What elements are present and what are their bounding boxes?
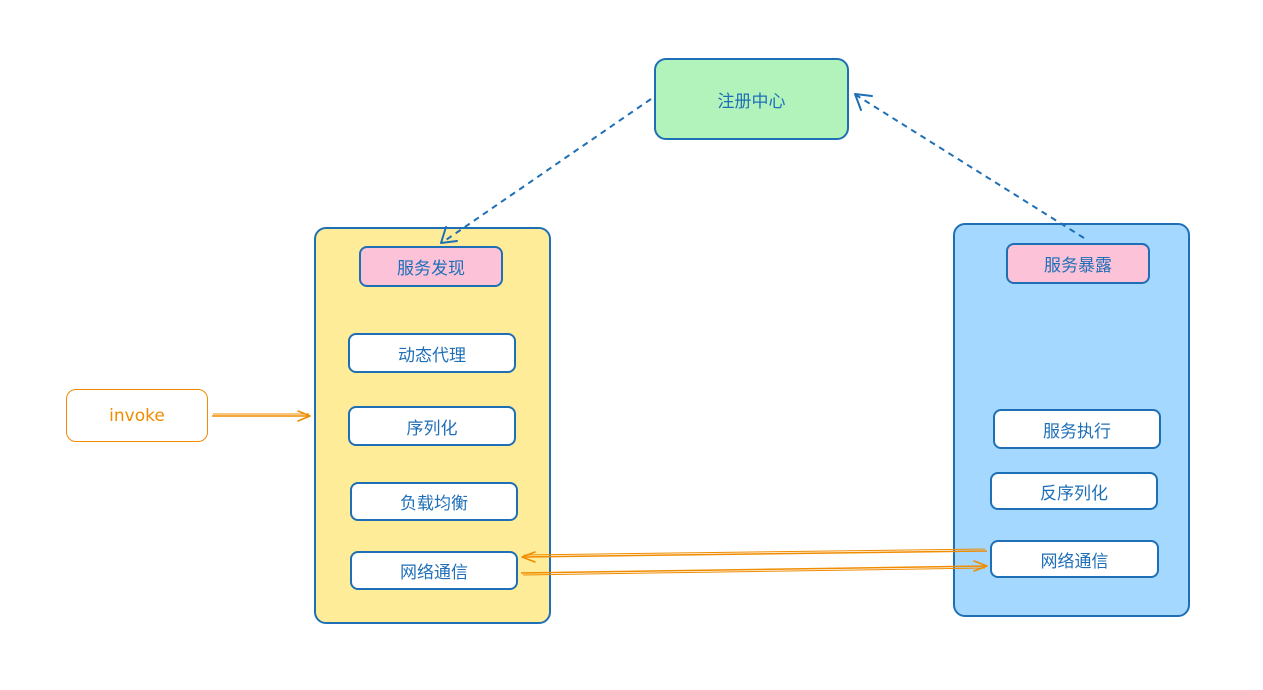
service-execution-node: 服务执行	[993, 409, 1161, 449]
registry-center-node: 注册中心	[654, 58, 849, 140]
service-discovery-label: 服务发现	[397, 259, 465, 279]
deserialization-label: 反序列化	[1040, 483, 1108, 504]
service-discovery-node: 服务发现	[359, 246, 503, 287]
load-balance-label: 负载均衡	[400, 494, 468, 514]
service-execution-label: 服务执行	[1043, 421, 1111, 442]
consumer-network-node: 网络通信	[350, 551, 518, 590]
invoke-node: invoke	[66, 389, 208, 442]
provider-network-label: 网络通信	[1040, 551, 1109, 572]
service-exposure-node: 服务暴露	[1006, 243, 1150, 284]
provider-network-node: 网络通信	[990, 540, 1159, 578]
consumer-network-label: 网络通信	[400, 563, 468, 583]
service-exposure-label: 服务暴露	[1044, 256, 1112, 276]
exposure-to-registry-arrow	[854, 93, 1085, 239]
invoke-to-consumer-arrow	[212, 410, 311, 422]
invoke-label: invoke	[109, 405, 165, 426]
load-balance-node: 负载均衡	[350, 482, 518, 521]
dynamic-proxy-node: 动态代理	[348, 333, 516, 373]
request-arrow	[520, 560, 988, 576]
deserialization-node: 反序列化	[990, 472, 1158, 510]
response-arrow	[521, 548, 988, 563]
serialization-node: 序列化	[348, 406, 516, 446]
registry-center-label: 注册中心	[717, 91, 786, 112]
registry-to-discovery-arrow	[440, 98, 652, 244]
serialization-label: 序列化	[406, 418, 458, 439]
dynamic-proxy-label: 动态代理	[398, 345, 466, 366]
